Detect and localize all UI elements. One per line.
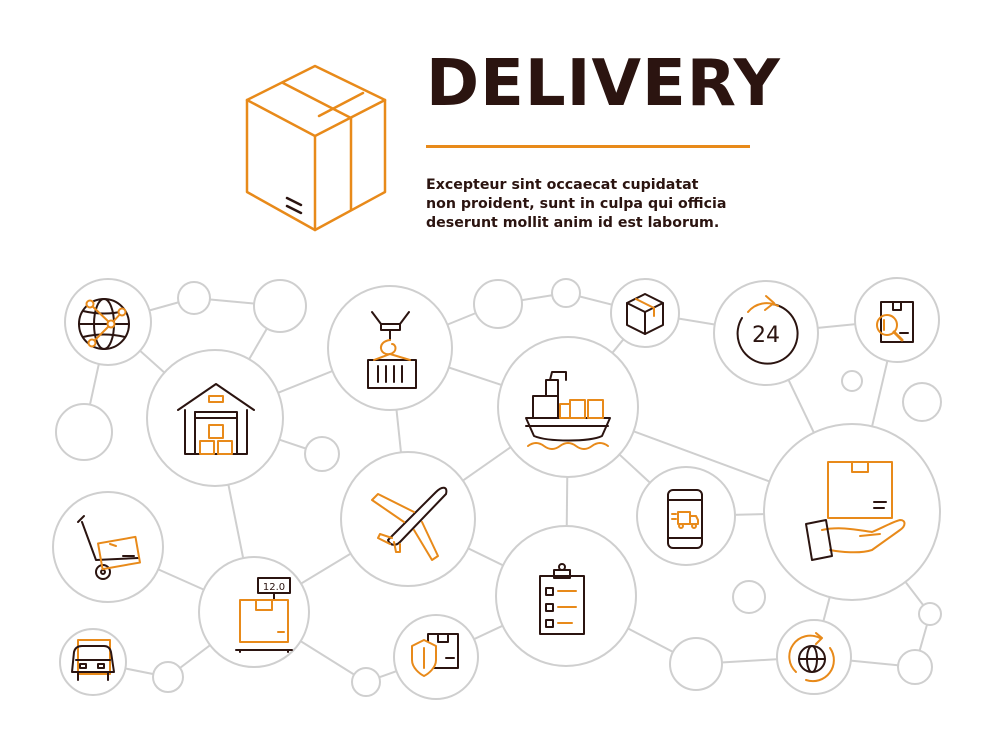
node-phone bbox=[636, 466, 736, 566]
description-line: Excepteur sint occaecat cupidatat bbox=[426, 177, 699, 193]
small-box-icon bbox=[626, 293, 664, 335]
scale-icon: 12.0 bbox=[235, 577, 293, 653]
node-empty bbox=[473, 279, 523, 329]
node-empty bbox=[177, 281, 211, 315]
node-empty bbox=[304, 436, 340, 472]
crane-container-icon bbox=[367, 311, 417, 389]
scale-display: 12.0 bbox=[263, 582, 285, 593]
node-crane bbox=[327, 285, 453, 411]
cargo-ship-icon bbox=[525, 371, 611, 450]
node-empty bbox=[918, 602, 942, 626]
airplane-icon bbox=[371, 486, 448, 561]
node-globe-arrow bbox=[776, 619, 852, 695]
node-hand-box bbox=[763, 423, 941, 601]
node-empty bbox=[669, 637, 723, 691]
node-empty bbox=[841, 370, 863, 392]
page-title: DELIVERY bbox=[426, 47, 781, 121]
warehouse-icon bbox=[177, 383, 255, 455]
box-logo-icon bbox=[245, 64, 387, 232]
node-trolley bbox=[52, 491, 164, 603]
node-scale bbox=[198, 556, 310, 668]
phone-delivery-icon bbox=[667, 489, 703, 549]
title-underline bbox=[426, 145, 750, 148]
description-line: deserunt mollit anim id est laborum. bbox=[426, 215, 720, 231]
node-empty bbox=[551, 278, 581, 308]
node-empty bbox=[351, 667, 381, 697]
node-empty bbox=[55, 403, 113, 461]
clock-24-icon: 24 bbox=[736, 295, 799, 365]
globe-route-icon bbox=[78, 298, 130, 350]
node-empty bbox=[732, 580, 766, 614]
node-search bbox=[854, 277, 940, 363]
node-empty bbox=[897, 649, 933, 685]
box-search-icon bbox=[876, 301, 914, 343]
shield-box-icon bbox=[411, 633, 459, 677]
clock-hours: 24 bbox=[752, 323, 780, 348]
node-empty bbox=[902, 382, 942, 422]
node-empty bbox=[152, 661, 184, 693]
node-truck bbox=[59, 628, 127, 696]
node-empty bbox=[253, 279, 307, 333]
hand-trolley-icon bbox=[77, 515, 141, 580]
node-clock bbox=[713, 280, 819, 386]
truck-icon bbox=[71, 639, 115, 681]
hand-box-icon bbox=[805, 461, 906, 561]
description-text: Excepteur sint occaecat cupidatat non pr… bbox=[426, 176, 756, 233]
globe-arrow-icon bbox=[788, 632, 835, 683]
clipboard-checklist-icon bbox=[539, 563, 585, 635]
node-clipboard bbox=[495, 525, 637, 667]
description-line: non proident, sunt in culpa qui officia bbox=[426, 196, 727, 212]
node-ship bbox=[497, 336, 639, 478]
